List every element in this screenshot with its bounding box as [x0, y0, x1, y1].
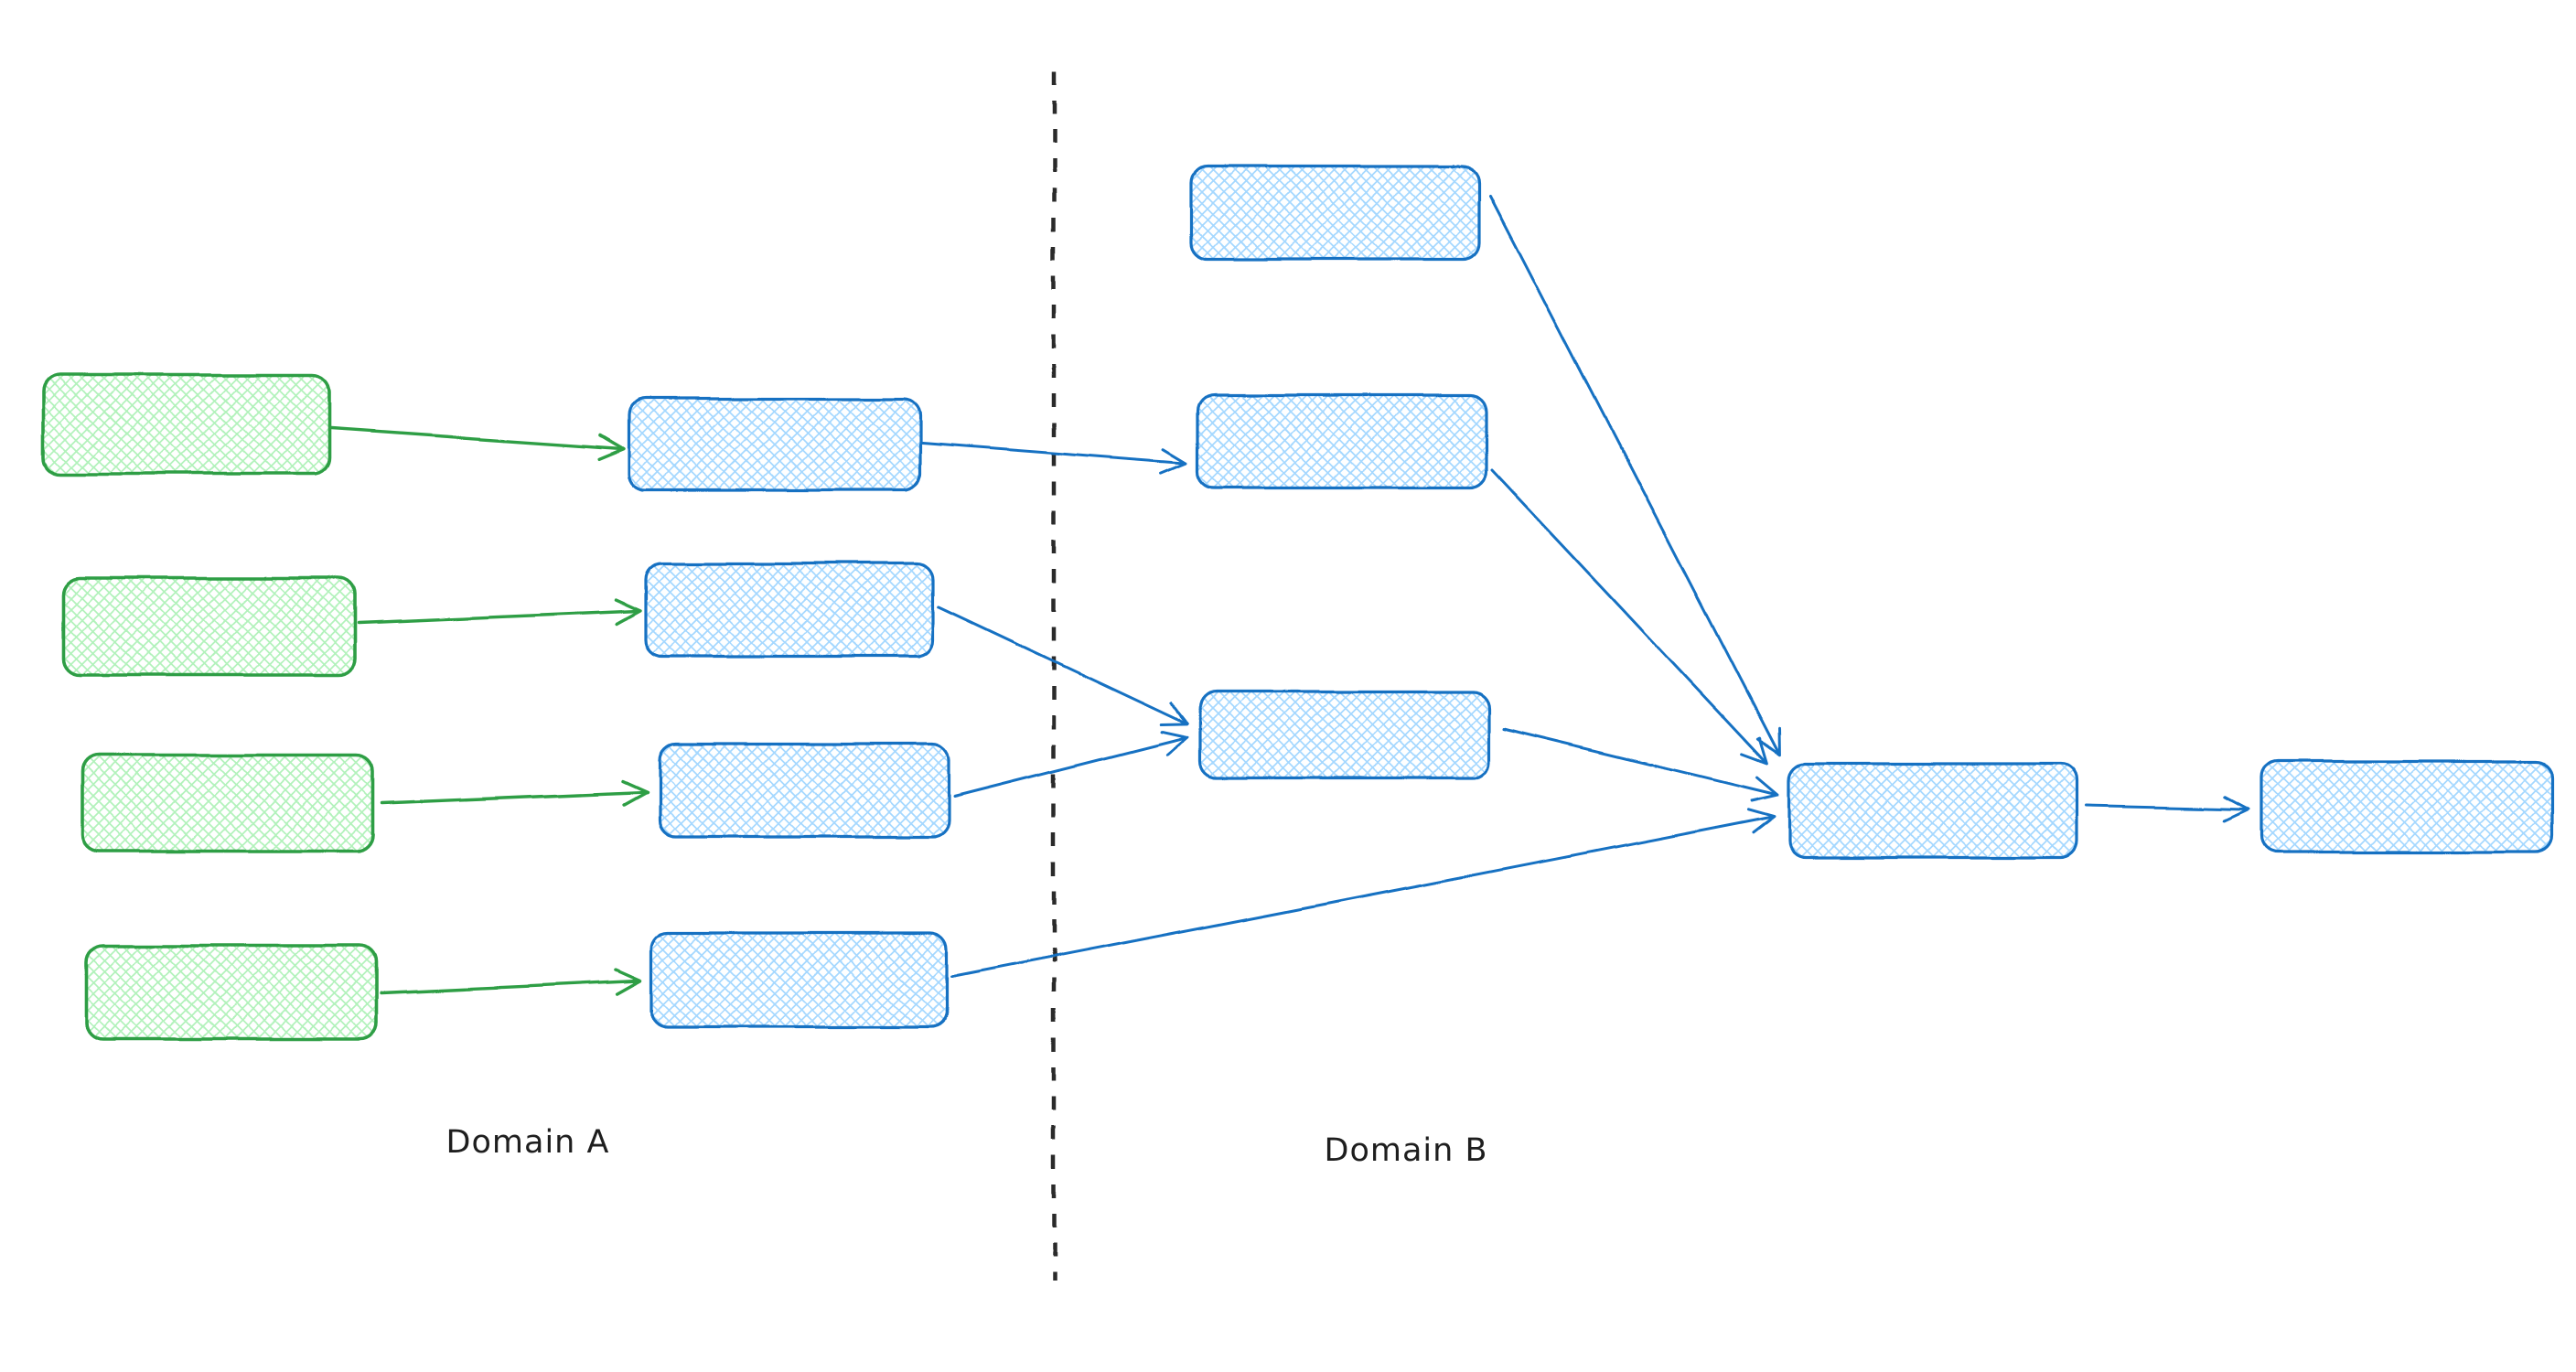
node-b-stage-1[interactable]: [1189, 165, 1481, 261]
edge-a-source-1-to-a-stage-1[interactable]: [329, 426, 626, 461]
node-a-stage-3[interactable]: [658, 742, 950, 839]
edge-a-stage-1-to-b-stage-2[interactable]: [920, 441, 1189, 475]
edge-b-stage-3-to-b-hub[interactable]: [1502, 726, 1779, 802]
node-a-source-2[interactable]: [62, 576, 357, 677]
edge-b-stage-1-to-b-hub[interactable]: [1488, 194, 1781, 756]
node-a-stage-4[interactable]: [650, 931, 949, 1029]
node-a-stage-2[interactable]: [644, 562, 935, 659]
node-a-stage-1[interactable]: [628, 397, 922, 492]
node-a-source-3[interactable]: [80, 754, 375, 852]
domain-a-label[interactable]: Domain A: [446, 1124, 610, 1161]
domain-b-label[interactable]: Domain B: [1325, 1132, 1488, 1169]
edge-a-source-2-to-a-stage-2[interactable]: [357, 598, 642, 626]
node-a-source-4[interactable]: [84, 944, 379, 1041]
edge-a-stage-3-to-b-stage-3[interactable]: [952, 730, 1189, 799]
edge-a-stage-2-to-b-stage-3[interactable]: [937, 606, 1189, 727]
edge-a-source-3-to-a-stage-3[interactable]: [381, 779, 649, 807]
node-b-hub[interactable]: [1787, 762, 2078, 859]
node-b-stage-3[interactable]: [1198, 690, 1491, 780]
edge-a-stage-4-to-b-hub[interactable]: [950, 808, 1776, 979]
edge-b-hub-to-b-output[interactable]: [2084, 795, 2250, 822]
node-b-output[interactable]: [2259, 759, 2554, 854]
edge-b-stage-2-to-b-hub[interactable]: [1490, 468, 1768, 765]
node-b-stage-2[interactable]: [1197, 393, 1488, 489]
edge-a-source-4-to-a-stage-4[interactable]: [380, 969, 643, 996]
node-a-source-1[interactable]: [42, 373, 331, 476]
